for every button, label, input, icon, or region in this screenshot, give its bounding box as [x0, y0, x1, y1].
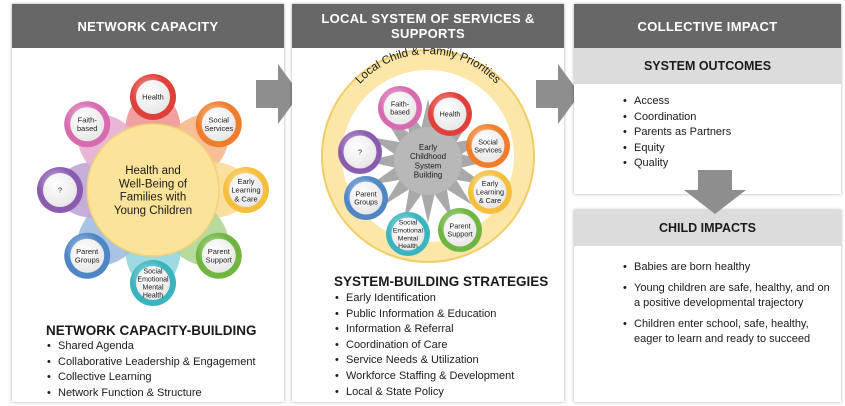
outcome-item: Coordination [622, 110, 841, 126]
system-outcomes-card: COLLECTIVE IMPACT SYSTEM OUTCOMES Access… [574, 4, 841, 194]
system-building-strategies-title: SYSTEM-BUILDING STRATEGIES [334, 274, 549, 289]
impact-item: Babies are born healthy [622, 260, 834, 275]
arrow-right-icon [256, 64, 300, 124]
unknown-label: ? [358, 148, 362, 157]
strategy-item: Early Identification [334, 291, 514, 307]
strategy-item: Workforce Staffing & Development [334, 369, 514, 385]
system-building-strategies-list: Early IdentificationPublic Information &… [334, 291, 514, 400]
outcome-item: Quality [622, 156, 841, 172]
child-impacts-title: CHILD IMPACTS [574, 210, 841, 246]
impact-item: Young children are safe, healthy, and on… [622, 281, 834, 311]
node-health: Health [428, 92, 472, 136]
faith-label: Faith-based [77, 116, 97, 134]
faith-label: Faith-based [390, 99, 410, 116]
local-system-header: LOCAL SYSTEM OF SERVICES & SUPPORTS [292, 4, 564, 48]
outcome-item: Equity [622, 141, 841, 157]
node-unknown: ? [338, 130, 382, 174]
child-impacts-card: CHILD IMPACTS Babies are born healthyYou… [574, 210, 841, 402]
strategy-item: Service Needs & Utilization [334, 353, 514, 369]
outcome-item: Parents as Partners [622, 125, 841, 141]
strategy-item: Coordination of Care [334, 338, 514, 354]
collective-impact-panel: COLLECTIVE IMPACT SYSTEM OUTCOMES Access… [574, 4, 841, 402]
child-impacts-list: Babies are born healthyYoung children ar… [622, 260, 841, 347]
capacity-building-item: Collaborative Leadership & Engagement [46, 355, 256, 371]
node-unknown: ? [37, 167, 83, 213]
strategy-item: Public Information & Education [334, 307, 514, 323]
health-label: Health [142, 93, 164, 102]
local-system-panel: LOCAL SYSTEM OF SERVICES & SUPPORTS Loca… [292, 4, 564, 402]
network-capacity-building-list: Shared AgendaCollaborative Leadership & … [46, 339, 256, 401]
center-circle [86, 123, 220, 257]
collective-impact-header: COLLECTIVE IMPACT [574, 4, 841, 48]
node-faith: Faith-based [378, 86, 422, 130]
capacity-building-item: Shared Agenda [46, 339, 256, 355]
outcome-item: Access [622, 94, 841, 110]
node-health: Health [130, 74, 176, 120]
impact-item: Children enter school, safe, healthy, ea… [622, 317, 834, 347]
system-outcomes-list: AccessCoordinationParents as PartnersEqu… [622, 94, 841, 172]
capacity-building-item: Collective Learning [46, 370, 256, 386]
strategy-item: Information & Referral [334, 322, 514, 338]
arrow-down-icon [684, 170, 746, 214]
network-capacity-header: NETWORK CAPACITY [12, 4, 284, 48]
network-capacity-building-title: NETWORK CAPACITY-BUILDING [46, 323, 257, 338]
health-label: Health [440, 110, 461, 119]
capacity-building-item: Network Function & Structure [46, 386, 256, 402]
system-outcomes-title: SYSTEM OUTCOMES [574, 48, 841, 84]
strategy-item: Local & State Policy [334, 385, 514, 401]
unknown-label: ? [58, 186, 62, 195]
arrow-right-icon [536, 64, 580, 124]
node-faith: Faith-based [64, 101, 111, 148]
